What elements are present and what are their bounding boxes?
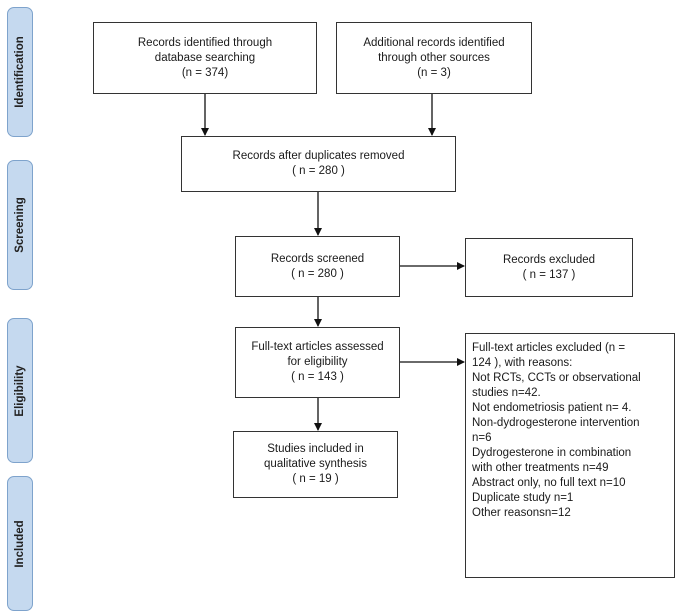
box-database-records: Records identified through database sear… — [93, 22, 317, 94]
phase-eligibility: Eligibility — [7, 318, 33, 463]
other-sources-line-1: Additional records identified — [363, 36, 505, 49]
fulltext-excluded-line-10: Abstract only, no full text n=10 — [472, 477, 626, 489]
database-line-2: database searching — [154, 51, 256, 64]
included-line-2: qualitative synthesis — [264, 458, 367, 470]
box-other-sources-records: Additional records identified through ot… — [336, 22, 532, 94]
phase-screening: Screening — [7, 160, 33, 290]
box-records-screened: Records screened ( n = 280 ) — [235, 236, 400, 297]
fulltext-excluded-line-9: with other treatments n=49 — [472, 462, 609, 474]
included-line-3: ( n = 19 ) — [292, 473, 339, 485]
fulltext-excluded-line-4: studies n=42. — [472, 387, 541, 399]
screened-line-1: Records screened — [270, 252, 365, 265]
phase-identification: Identification — [7, 7, 33, 137]
fulltext-line-3: ( n = 143 ) — [291, 371, 344, 383]
fulltext-excluded-line-11: Duplicate study n=1 — [472, 492, 574, 504]
box-fulltext-assessed: Full-text articles assessed for eligibil… — [235, 327, 400, 398]
fulltext-excluded-line-2: 124 ), with reasons: — [472, 357, 573, 369]
database-line-1: Records identified through — [137, 36, 273, 49]
fulltext-excluded-line-3: Not RCTs, CCTs or observational — [472, 372, 641, 384]
screened-line-2: ( n = 280 ) — [291, 267, 344, 280]
box-after-duplicates: Records after duplicates removed ( n = 2… — [181, 136, 456, 192]
other-sources-line-3: (n = 3) — [417, 66, 451, 79]
box-studies-included: Studies included in qualitative synthesi… — [233, 431, 398, 498]
excluded-line-1: Records excluded — [502, 253, 596, 266]
included-line-1: Studies included in — [267, 443, 364, 455]
other-sources-line-2: through other sources — [378, 51, 490, 64]
fulltext-excluded-line-7: n=6 — [472, 432, 492, 444]
fulltext-excluded-line-1: Full-text articles excluded (n = — [472, 342, 626, 354]
fulltext-excluded-line-6: Non-dydrogesterone intervention — [472, 417, 640, 429]
after-duplicates-line-1: Records after duplicates removed — [232, 150, 405, 162]
fulltext-line-2: for eligibility — [287, 356, 348, 368]
fulltext-excluded-line-8: Dydrogesterone in combination — [472, 447, 632, 459]
phase-included: Included — [7, 476, 33, 611]
fulltext-line-1: Full-text articles assessed — [251, 341, 384, 353]
box-records-excluded: Records excluded ( n = 137 ) — [465, 238, 633, 297]
box-fulltext-excluded: Full-text articles excluded (n = 124 ), … — [465, 333, 675, 578]
after-duplicates-line-2: ( n = 280 ) — [292, 165, 345, 177]
fulltext-excluded-line-12: Other reasonsn=12 — [472, 507, 571, 519]
fulltext-excluded-line-5: Not endometriosis patient n= 4. — [472, 402, 632, 414]
database-line-3: (n = 374) — [181, 66, 229, 79]
excluded-line-2: ( n = 137 ) — [522, 268, 576, 281]
